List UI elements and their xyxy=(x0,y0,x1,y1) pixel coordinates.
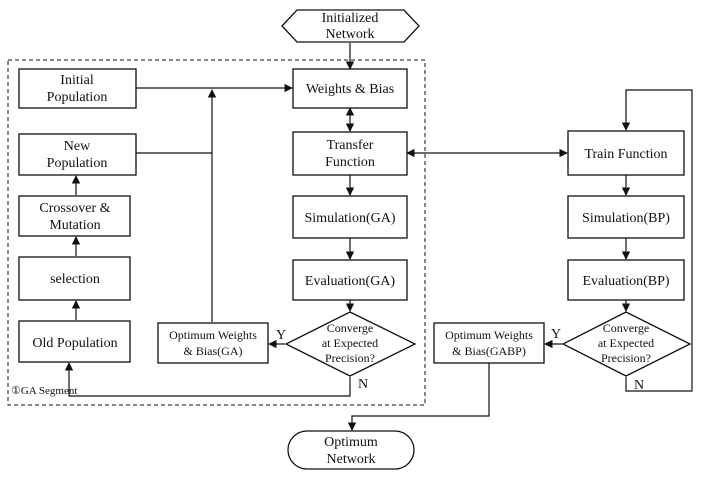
converge-bp-line-3: Precision? xyxy=(601,351,651,365)
bp-no-label: N xyxy=(634,378,644,393)
optimum-weights-gabp-line-2: & Bias(GABP) xyxy=(452,344,526,358)
crossover-mutation-line-2: Mutation xyxy=(49,218,100,233)
ga-yes-label: Y xyxy=(276,328,286,343)
node-evaluation-bp: Evaluation(BP) xyxy=(567,259,685,301)
node-optimum-network: Optimum Network xyxy=(287,430,415,470)
evaluation-bp-label: Evaluation(BP) xyxy=(582,274,669,289)
train-function-label: Train Function xyxy=(584,147,667,162)
node-weights-bias: Weights & Bias xyxy=(292,68,408,109)
selection-label: selection xyxy=(50,272,100,287)
simulation-bp-label: Simulation(BP) xyxy=(582,211,670,226)
ga-segment-label: ①GA Segment xyxy=(11,385,77,397)
optimum-network-line-1: Optimum xyxy=(324,435,378,450)
optimum-network-line-2: Network xyxy=(327,452,376,467)
node-crossover-mutation: Crossover & Mutation xyxy=(18,195,131,237)
node-simulation-bp: Simulation(BP) xyxy=(567,195,685,239)
initial-population-line-1: Initial xyxy=(60,73,94,88)
ga-no-label: N xyxy=(358,377,368,392)
initialized-network-line-1: Initialized xyxy=(322,11,379,26)
node-train-function: Train Function xyxy=(567,130,685,176)
node-simulation-ga: Simulation(GA) xyxy=(292,195,408,239)
node-selection: selection xyxy=(18,256,131,301)
transfer-function-line-1: Transfer xyxy=(327,138,374,153)
converge-bp-line-1: Converge xyxy=(603,321,649,335)
optimum-weights-ga-line-1: Optimum Weights xyxy=(169,328,257,342)
node-transfer-function: Transfer Function xyxy=(292,131,408,176)
converge-ga-line-2: at Expected xyxy=(322,336,378,350)
evaluation-ga-label: Evaluation(GA) xyxy=(305,274,396,289)
simulation-ga-label: Simulation(GA) xyxy=(305,211,396,226)
node-initialized-network: Initialized Network xyxy=(281,9,420,43)
node-optimum-weights-gabp: Optimum Weights & Bias(GABP) xyxy=(433,322,545,364)
node-initial-population: Initial Population xyxy=(18,68,137,109)
node-converge-ga: Converge at Expected Precision? xyxy=(284,311,417,377)
weights-bias-label: Weights & Bias xyxy=(306,82,394,97)
optimum-weights-ga-line-2: & Bias(GA) xyxy=(184,344,243,358)
converge-ga-line-1: Converge xyxy=(327,321,373,335)
connectors xyxy=(64,43,693,431)
old-population-label: Old Population xyxy=(32,336,117,351)
optimum-weights-gabp-line-1: Optimum Weights xyxy=(445,328,533,342)
converge-bp-line-2: at Expected xyxy=(598,336,654,350)
node-converge-bp: Converge at Expected Precision? xyxy=(561,311,692,377)
node-old-population: Old Population xyxy=(18,320,131,363)
node-evaluation-ga: Evaluation(GA) xyxy=(292,259,408,301)
new-population-line-1: New xyxy=(64,139,91,154)
crossover-mutation-line-1: Crossover & xyxy=(39,201,110,216)
initialized-network-line-2: Network xyxy=(326,27,375,42)
ga-segment-boundary xyxy=(7,59,426,406)
converge-ga-line-3: Precision? xyxy=(325,351,375,365)
transfer-function-line-2: Function xyxy=(325,155,375,170)
bp-yes-label: Y xyxy=(551,327,561,342)
node-new-population: New Population xyxy=(18,133,137,176)
node-optimum-weights-ga: Optimum Weights & Bias(GA) xyxy=(157,322,269,364)
new-population-line-2: Population xyxy=(47,156,108,171)
initial-population-line-2: Population xyxy=(47,90,108,105)
